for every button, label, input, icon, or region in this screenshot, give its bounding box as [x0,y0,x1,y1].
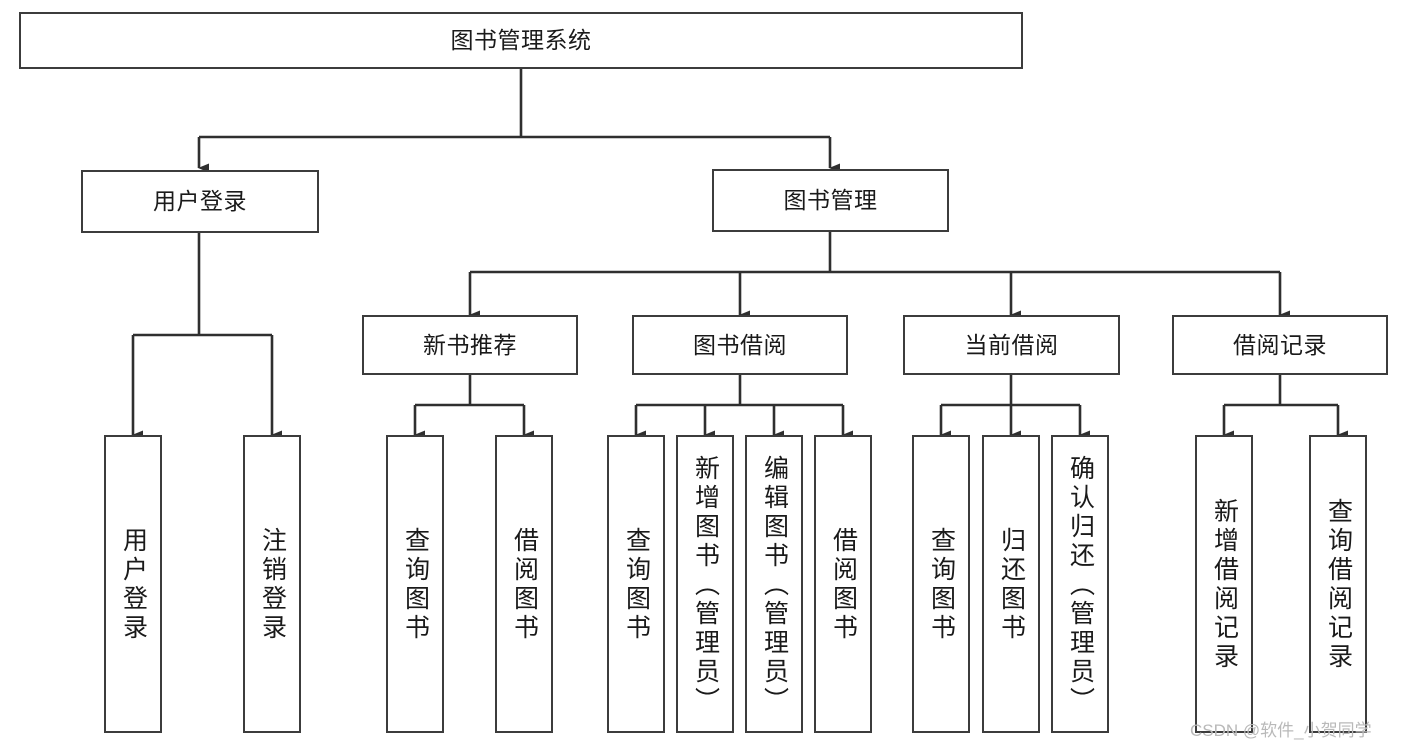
node-book-manage-label: 图书管理 [783,187,878,214]
node-leaf-return-book-label: 归还图书 [997,527,1026,643]
node-leaf-logout[interactable]: 注销登录 [243,435,301,733]
node-borrow-record[interactable]: 借阅记录 [1172,315,1388,375]
node-leaf-borrow-book-2-label: 借阅图书 [829,527,858,643]
node-leaf-query-book-1[interactable]: 查询图书 [386,435,444,733]
node-current-borrow-label: 当前借阅 [964,331,1059,358]
node-borrow-record-label: 借阅记录 [1233,331,1327,358]
node-leaf-query-book-2-label: 查询图书 [622,527,651,643]
node-leaf-add-book-label: 新增图书（管理员） [691,454,720,716]
node-current-borrow[interactable]: 当前借阅 [903,315,1120,375]
node-root[interactable]: 图书管理系统 [19,12,1023,69]
node-leaf-edit-book-label: 编辑图书（管理员） [760,454,789,716]
node-leaf-confirm-return[interactable]: 确认归还（管理员） [1051,435,1109,733]
node-user-login-label: 用户登录 [153,188,247,215]
node-new-book-recommend-label: 新书推荐 [423,331,517,358]
node-leaf-return-book[interactable]: 归还图书 [982,435,1040,733]
node-leaf-confirm-return-label: 确认归还（管理员） [1066,454,1095,716]
node-book-manage[interactable]: 图书管理 [712,169,949,232]
node-leaf-borrow-book-1-label: 借阅图书 [510,527,539,643]
node-user-login[interactable]: 用户登录 [81,170,319,233]
node-leaf-user-login-label: 用户登录 [119,527,148,643]
node-leaf-query-book-3[interactable]: 查询图书 [912,435,970,733]
node-leaf-query-record[interactable]: 查询借阅记录 [1309,435,1367,733]
node-leaf-borrow-book-1[interactable]: 借阅图书 [495,435,553,733]
node-leaf-edit-book[interactable]: 编辑图书（管理员） [745,435,803,733]
node-leaf-add-record-label: 新增借阅记录 [1210,498,1239,672]
node-leaf-query-book-1-label: 查询图书 [401,527,430,643]
node-leaf-query-record-label: 查询借阅记录 [1324,498,1353,672]
node-book-borrow[interactable]: 图书借阅 [632,315,848,375]
node-leaf-logout-label: 注销登录 [258,527,287,643]
node-leaf-query-book-2[interactable]: 查询图书 [607,435,665,733]
node-leaf-user-login[interactable]: 用户登录 [104,435,162,733]
node-root-label: 图书管理系统 [450,27,592,54]
node-leaf-query-book-3-label: 查询图书 [927,527,956,643]
node-new-book-recommend[interactable]: 新书推荐 [362,315,578,375]
node-book-borrow-label: 图书借阅 [693,331,787,358]
node-leaf-add-record[interactable]: 新增借阅记录 [1195,435,1253,733]
node-leaf-add-book[interactable]: 新增图书（管理员） [676,435,734,733]
node-leaf-borrow-book-2[interactable]: 借阅图书 [814,435,872,733]
